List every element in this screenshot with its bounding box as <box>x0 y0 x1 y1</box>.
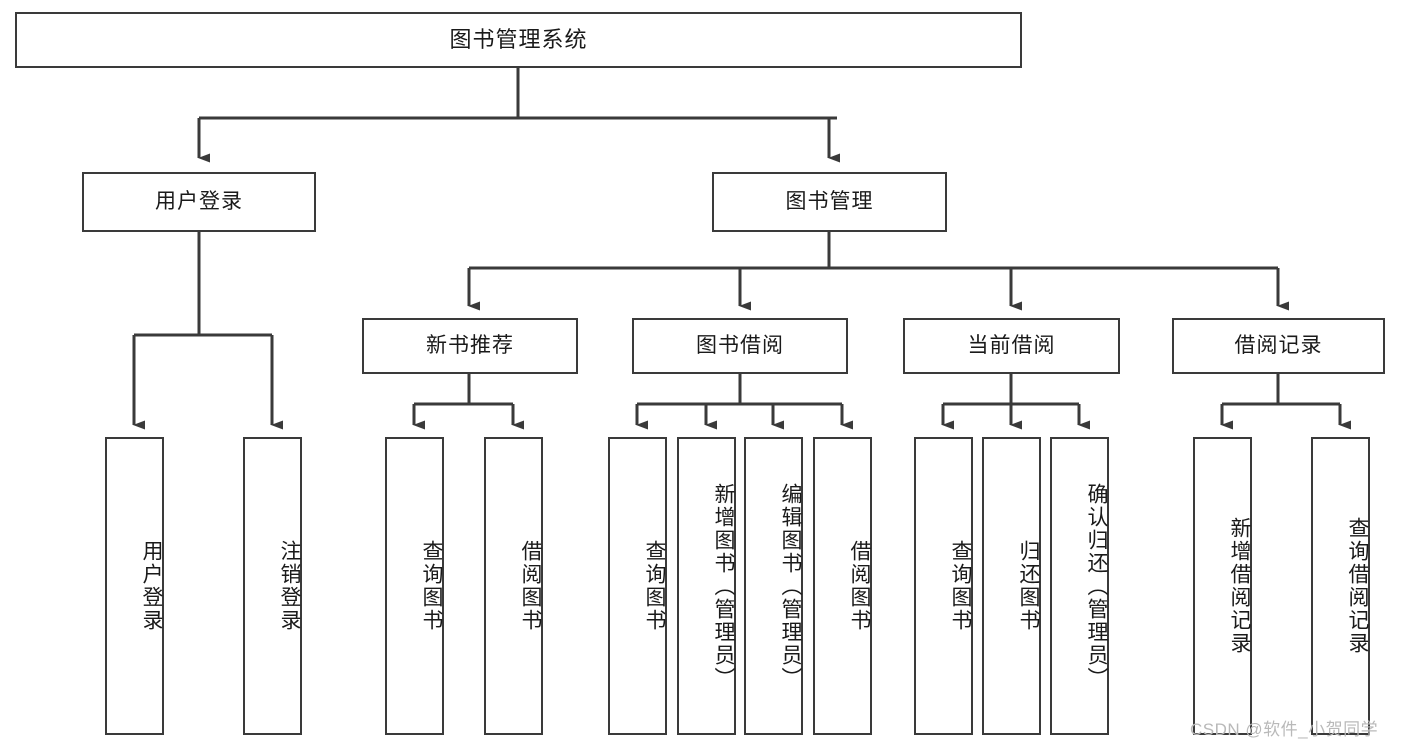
node-user-login[interactable]: 用户登录 <box>82 172 316 232</box>
node-label: 查询图书 <box>643 540 666 632</box>
node-root-system[interactable]: 图书管理系统 <box>15 12 1022 68</box>
node-new-book-recommend[interactable]: 新书推荐 <box>362 318 578 374</box>
leaf-borrow-book[interactable]: 借阅图书 <box>813 437 872 735</box>
node-label: 确认归还（管理员） <box>1085 482 1108 690</box>
csdn-watermark: CSDN @软件_小贺同学 <box>1190 715 1378 740</box>
leaf-user-login[interactable]: 用户登录 <box>105 437 164 735</box>
node-label: 新书推荐 <box>426 334 514 358</box>
node-label: 图书管理 <box>785 190 874 214</box>
leaf-add-borrow-record[interactable]: 新增借阅记录 <box>1193 437 1252 735</box>
node-borrow-record[interactable]: 借阅记录 <box>1172 318 1385 374</box>
leaf-logout[interactable]: 注销登录 <box>243 437 302 735</box>
node-book-borrow[interactable]: 图书借阅 <box>632 318 848 374</box>
leaf-query-book-current[interactable]: 查询图书 <box>914 437 973 735</box>
node-label: 查询图书 <box>420 540 443 632</box>
leaf-query-borrow-record[interactable]: 查询借阅记录 <box>1311 437 1370 735</box>
node-label: 注销登录 <box>278 540 301 632</box>
leaf-confirm-return-admin[interactable]: 确认归还（管理员） <box>1050 437 1109 735</box>
node-label: 借阅图书 <box>519 540 542 632</box>
leaf-query-book-recommend[interactable]: 查询图书 <box>385 437 444 735</box>
leaf-add-book-admin[interactable]: 新增图书（管理员） <box>677 437 736 735</box>
leaf-edit-book-admin[interactable]: 编辑图书（管理员） <box>744 437 803 735</box>
node-label: 查询图书 <box>949 540 972 632</box>
node-current-borrow[interactable]: 当前借阅 <box>903 318 1120 374</box>
node-label: 新增图书（管理员） <box>712 482 735 690</box>
node-label: 归还图书 <box>1017 540 1040 632</box>
node-label: 当前借阅 <box>967 334 1056 358</box>
node-label: 用户登录 <box>140 540 163 632</box>
node-label: 图书借阅 <box>696 334 784 358</box>
node-label: 查询借阅记录 <box>1346 517 1369 655</box>
leaf-return-book[interactable]: 归还图书 <box>982 437 1041 735</box>
node-label: 借阅图书 <box>848 540 871 632</box>
leaf-borrow-book-recommend[interactable]: 借阅图书 <box>484 437 543 735</box>
node-label: 图书管理系统 <box>449 26 588 52</box>
node-label: 新增借阅记录 <box>1228 517 1251 655</box>
watermark-text: CSDN @软件_小贺同学 <box>1190 720 1379 739</box>
node-label: 编辑图书（管理员） <box>779 482 802 690</box>
leaf-query-book-borrow[interactable]: 查询图书 <box>608 437 667 735</box>
node-label: 用户登录 <box>155 190 243 214</box>
node-book-management[interactable]: 图书管理 <box>712 172 947 232</box>
node-label: 借阅记录 <box>1234 334 1323 358</box>
